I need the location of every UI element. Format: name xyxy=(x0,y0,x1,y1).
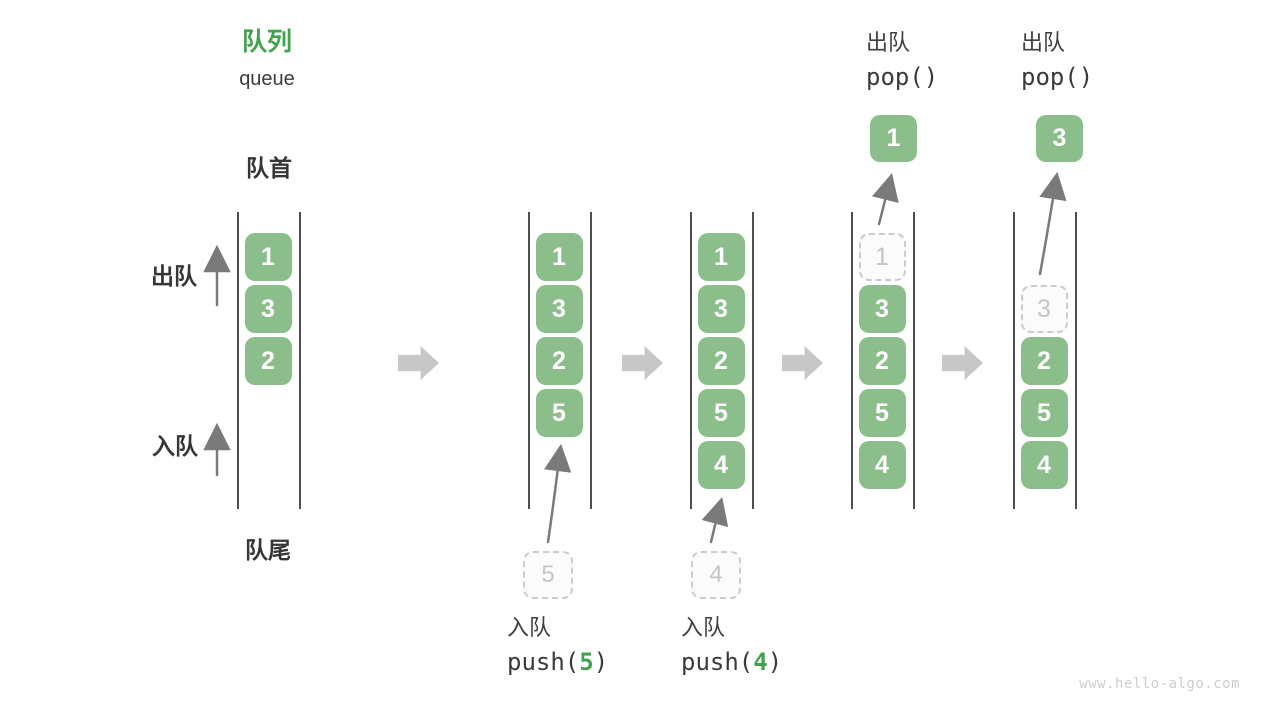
queue-element: 1 xyxy=(244,233,292,281)
queue-element: 3 xyxy=(858,285,906,333)
push4-arrow-icon xyxy=(701,497,729,544)
queue-front-label: 队首 xyxy=(246,155,292,181)
queue-wall-right xyxy=(913,212,915,509)
queue-element: 2 xyxy=(697,337,745,385)
queue-element: 2 xyxy=(244,337,292,385)
dequeued-ghost-element: 1 xyxy=(858,233,906,281)
pop-second-zh-label: 出队 xyxy=(1021,30,1066,55)
staged-element-5: 5 xyxy=(523,551,573,599)
popped-element-1: 1 xyxy=(870,115,917,162)
diagram-subtitle: queue xyxy=(239,67,295,90)
push4-code-arg: 4 xyxy=(753,648,768,677)
queue-element: 2 xyxy=(858,337,906,385)
queue-element: 3 xyxy=(244,285,292,333)
queue-element: 5 xyxy=(697,389,745,437)
queue-element: 4 xyxy=(858,441,906,489)
push5-code-arg: 5 xyxy=(579,648,594,677)
pop-first-zh-label: 出队 xyxy=(866,30,911,55)
queue-wall-left xyxy=(690,212,692,509)
dequeue-direction-label: 出队 xyxy=(151,263,197,289)
queue-element: 3 xyxy=(697,285,745,333)
watermark: www.hello-algo.com xyxy=(1079,676,1240,692)
push5-code: push(5) xyxy=(507,649,608,675)
dequeued-ghost-element: 3 xyxy=(1020,285,1068,333)
queue-wall-right xyxy=(752,212,754,509)
queue-element: 1 xyxy=(697,233,745,281)
pop-first-op-label: 出队 pop() xyxy=(866,30,939,92)
queue-element: 5 xyxy=(535,389,583,437)
queue-element: 5 xyxy=(1020,389,1068,437)
flow-arrow-2-icon xyxy=(622,346,663,380)
queue-element: 4 xyxy=(1020,441,1068,489)
queue-wall-left xyxy=(851,212,853,509)
push4-code-prefix: push( xyxy=(681,648,754,677)
diagram-title: 队列 xyxy=(241,28,292,56)
queue-wall-left xyxy=(237,212,239,509)
pop-second-code: pop() xyxy=(1021,63,1094,92)
queue-element: 2 xyxy=(1020,337,1068,385)
push5-zh-label: 入队 xyxy=(507,615,552,640)
flow-arrow-4-icon xyxy=(942,346,983,380)
queue-element: 5 xyxy=(858,389,906,437)
enqueue-direction-label: 入队 xyxy=(152,433,198,459)
queue-element: 2 xyxy=(535,337,583,385)
queue-wall-left xyxy=(528,212,530,509)
push4-code-suffix: ) xyxy=(767,648,783,677)
push5-op-label: 入队 push(5) xyxy=(507,615,608,676)
pop-first-code: pop() xyxy=(866,63,939,92)
diagram-title-group: 队列 queue xyxy=(217,28,317,91)
queue-element: 1 xyxy=(535,233,583,281)
queue-wall-right xyxy=(590,212,592,509)
push5-code-suffix: ) xyxy=(593,648,609,677)
queue-wall-left xyxy=(1013,212,1015,509)
queue-element: 3 xyxy=(535,285,583,333)
queue-wall-right xyxy=(1075,212,1077,509)
flow-arrow-1-icon xyxy=(398,346,439,380)
push4-code: push(4) xyxy=(681,649,782,675)
push4-zh-label: 入队 xyxy=(681,615,726,640)
flow-arrow-3-icon xyxy=(782,346,823,380)
staged-element-4: 4 xyxy=(691,551,741,599)
queue-rear-label: 队尾 xyxy=(245,537,291,563)
queue-wall-right xyxy=(299,212,301,509)
push4-op-label: 入队 push(4) xyxy=(681,615,782,676)
push5-code-prefix: push( xyxy=(507,648,580,677)
queue-element: 4 xyxy=(697,441,745,489)
pop-second-op-label: 出队 pop() xyxy=(1021,30,1094,92)
popped-element-3: 3 xyxy=(1036,115,1083,162)
